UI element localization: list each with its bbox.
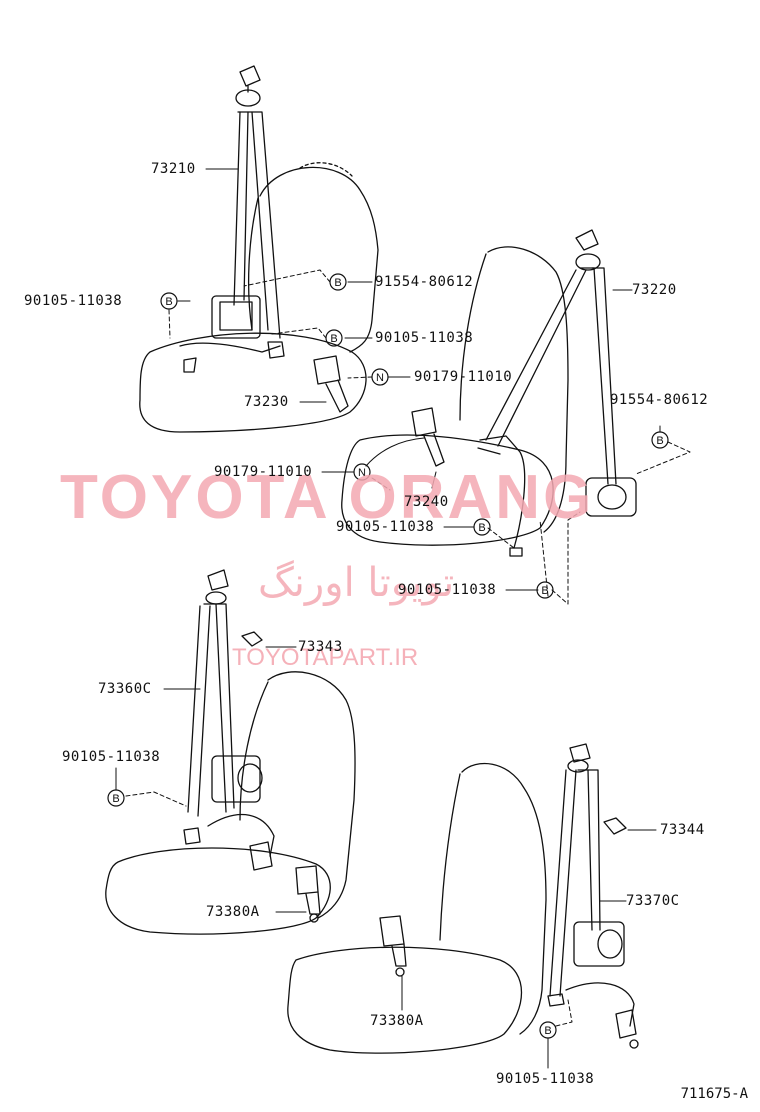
marker-b-8: B (544, 1025, 551, 1037)
label-73210: 73210 (151, 161, 196, 177)
label-73360c: 73360C (98, 681, 152, 697)
label-bolt-d: 90105-11038 (398, 582, 497, 598)
label-nut-left: 91554-80612 (375, 274, 474, 290)
leader-lines (115, 168, 691, 1069)
label-bolt-e: 90105-11038 (62, 749, 161, 765)
label-bolt-c: 90105-11038 (336, 519, 435, 535)
front-right-retractor-belt (477, 229, 637, 557)
rear-left-buckle (295, 865, 321, 923)
marker-b-4: B (656, 435, 663, 447)
marker-b-2: B (165, 296, 172, 308)
marker-letters: B B B N B N B B B B (112, 277, 663, 1037)
anchor-cover-left (241, 631, 263, 647)
label-73230: 73230 (244, 394, 289, 410)
front-left-retractor-belt (179, 65, 285, 373)
label-73370c: 73370C (626, 893, 680, 909)
label-73220: 73220 (632, 282, 677, 298)
label-73380a-left: 73380A (206, 904, 260, 920)
rear-right-buckle (379, 915, 407, 977)
label-bolt-b: 90105-11038 (375, 330, 474, 346)
marker-b-5: B (478, 522, 485, 534)
rear-right-retractor-belt (547, 743, 639, 1049)
rear-left-retractor-belt (183, 569, 275, 871)
front-right-seat (341, 246, 569, 546)
front-left-seat (139, 162, 379, 433)
marker-b-7: B (112, 793, 119, 805)
rear-right-seat (287, 762, 547, 1054)
watermark-site: TOYOTAPART.IR (232, 644, 419, 671)
label-bolt-n-right: 90179-11010 (214, 464, 313, 480)
anchor-cover-right (603, 817, 627, 835)
front-right-buckle (411, 407, 445, 467)
label-nut-right: 91554-80612 (610, 392, 709, 408)
marker-n-2: N (358, 467, 366, 479)
label-73380a-right: 73380A (370, 1013, 424, 1029)
watermark-brand: TOYOTA ORANG (60, 463, 595, 532)
marker-b-3: B (330, 333, 337, 345)
label-73240: 73240 (404, 494, 449, 510)
watermark-brand-fa: تویوتا اورنگ (258, 560, 455, 606)
rear-left-seat (105, 671, 356, 935)
label-73344: 73344 (660, 822, 705, 838)
marker-b-1: B (334, 277, 341, 289)
label-bolt-f: 90105-11038 (496, 1071, 595, 1087)
label-bolt-a: 90105-11038 (24, 293, 123, 309)
diagram-reference-number: 711675-A (680, 1086, 748, 1102)
marker-circles (107, 273, 669, 1039)
marker-n-1: N (376, 372, 384, 384)
label-bolt-n-left: 90179-11010 (414, 369, 513, 385)
label-73343: 73343 (298, 639, 343, 655)
front-left-buckle (313, 355, 349, 413)
marker-b-6: B (541, 585, 548, 597)
